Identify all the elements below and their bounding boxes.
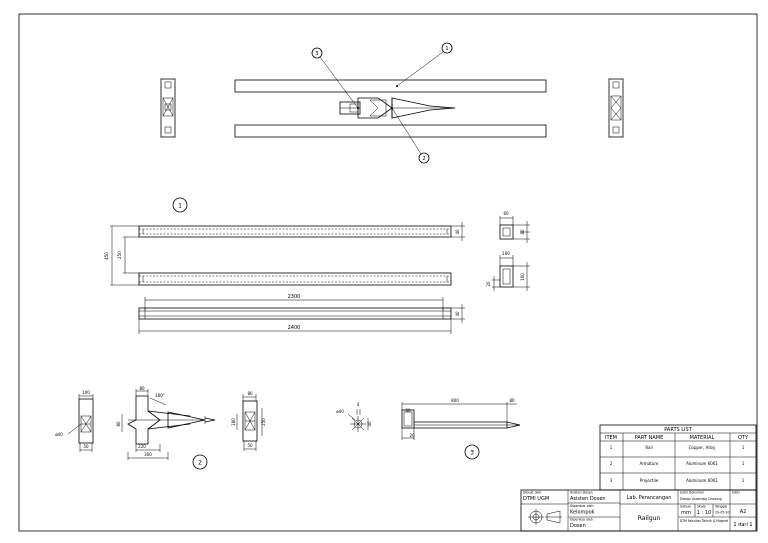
parts-header-qty: QTY [738, 435, 749, 441]
balloon-label: 2 [422, 156, 425, 162]
dim-armature-80b: 80 [116, 421, 121, 427]
parts-cell: Rail [645, 445, 652, 450]
parts-cell: Aluminum 6061 [686, 478, 718, 483]
assembly-view: 3 1 2 [160, 42, 624, 164]
armature-detail-view: 100 50 ø40 80 100° 80 220 [55, 386, 266, 470]
tb-tanggal-label: Tanggal [714, 505, 727, 509]
parts-list-table: PARTS LIST ITEM PART NAME MATERIAL QTY 1… [599, 424, 757, 491]
tb-satuan: mm [681, 510, 691, 516]
tb-size: A2 [740, 509, 747, 515]
tb-lab: Lab. Perancangan [627, 495, 672, 501]
parts-cell: 3 [610, 478, 613, 483]
projection-symbol-icon [528, 509, 562, 525]
dim-section-width: 60 [503, 211, 509, 216]
dim-armature-220: 220 [138, 444, 146, 449]
dim-armature-250: 250 [261, 418, 266, 426]
tb-skala: 1 : 10 [697, 510, 711, 516]
tb-dosen-label: Diperiksa oleh [570, 518, 593, 522]
title-block: Dibuat oleh DTMI UGM Asisten Dosen Asist… [520, 489, 757, 532]
balloon-projectile [464, 444, 480, 460]
tb-product: Railgun [638, 515, 661, 522]
parts-header-name: PART NAME [635, 435, 664, 441]
tb-sheet: 1 dari 1 [733, 522, 752, 528]
parts-cell: 1 [610, 445, 613, 450]
tb-kelompok: Kelompok [570, 510, 595, 516]
parts-cell: 2 [610, 461, 613, 466]
assembly-end-view-right [608, 78, 624, 138]
dim-section-width-2: 100 [502, 251, 510, 256]
dim-armature-angle: 100° [155, 393, 165, 398]
assembly-projectile [339, 101, 361, 115]
assembly-rail-top [234, 79, 547, 93]
dim-projectile-4: 4 [357, 402, 360, 407]
dim-rail-side-thick: 40 [455, 311, 460, 317]
assembly-armature [357, 97, 456, 119]
tb-edisi-label: Edisi [732, 491, 740, 495]
tb-asisten-label: Asisten Dosen [570, 491, 593, 495]
tb-satuan-label: Satuan [680, 505, 691, 509]
balloon-armature [192, 454, 208, 470]
dim-projectile-40: 40 [367, 421, 372, 427]
tb-skala-label: Skala [697, 505, 706, 509]
balloon-label: 3 [315, 51, 318, 57]
dim-rail-thick: 40 [455, 229, 460, 235]
dim-armature-base: 50 [83, 444, 89, 449]
dim-rail-inner-length: 2300 [288, 294, 301, 300]
tb-org: DTMI UGM [523, 496, 549, 502]
balloon-rail [172, 197, 188, 213]
balloon-label: 2 [198, 460, 202, 467]
tb-org-label: Dibuat oleh [523, 491, 541, 495]
assembly-end-view-left [160, 78, 176, 138]
parts-cell: Copper, Alloy [689, 445, 716, 450]
dim-rail-gap: 250 [117, 251, 122, 259]
balloon-label: 3 [470, 450, 474, 457]
balloon-rail-top [441, 42, 453, 54]
parts-cell: Aluminum 6061 [686, 461, 718, 466]
dim-armature-80: 80 [139, 386, 145, 391]
balloon-projectile-top [311, 47, 323, 59]
dim-projectile-80: 80 [509, 398, 515, 403]
dim-rail-height: 450 [104, 252, 109, 260]
projectile-detail-view: 4 ø40 40 800 80 80 20 3 [336, 398, 521, 460]
dim-rail-total-length: 2400 [288, 325, 301, 331]
parts-list-title: PARTS LIST [664, 427, 692, 433]
tb-title-label: Judul Dokumen [679, 491, 704, 495]
parts-cell: Projectile [640, 478, 659, 483]
dim-projectile-800: 800 [451, 398, 459, 403]
balloon-label: 1 [445, 46, 448, 52]
parts-cell: 1 [742, 461, 745, 466]
parts-cell: 1 [742, 445, 745, 450]
balloon-label: 1 [178, 203, 182, 210]
sheet-border [18, 13, 758, 532]
dim-armature-dia: ø40 [55, 432, 63, 437]
assembly-rail-bottom [234, 124, 547, 138]
tb-kelompok-label: Digambar oleh [570, 504, 594, 508]
tb-dosen: Dosen [570, 523, 586, 529]
dim-projectile-80b: 80 [405, 408, 411, 413]
parts-header-material: MATERIAL [690, 435, 715, 441]
parts-header-item: ITEM [605, 435, 617, 441]
tb-tanggal: 29-05-20 [715, 511, 729, 515]
tb-asisten: Asisten Dosen [570, 496, 606, 502]
parts-cell: 1 [742, 478, 745, 483]
parts-cell: Armature [640, 461, 659, 466]
dim-armature-300: 300 [144, 452, 152, 457]
dim-section-height-2: 100 [520, 273, 525, 281]
dim-armature-180: 180 [231, 418, 236, 426]
dim-section-offset: 20 [486, 281, 491, 287]
dim-armature-80c: 80 [247, 391, 253, 396]
tb-faculty: DTM Fakultas Teknik & Magnet [680, 519, 729, 523]
rail-section-views: 60 60 100 100 20 [486, 211, 530, 291]
balloon-armature-top [418, 152, 430, 164]
rail-detail-view: 1 450 250 40 2300 [104, 197, 530, 334]
tb-title: Design Assembly Drawing [680, 497, 722, 501]
dim-armature-50b: 50 [247, 443, 253, 448]
dim-armature-width: 100 [82, 390, 90, 395]
dim-projectile-dia: ø40 [336, 409, 344, 414]
dim-projectile-20: 20 [409, 433, 415, 438]
